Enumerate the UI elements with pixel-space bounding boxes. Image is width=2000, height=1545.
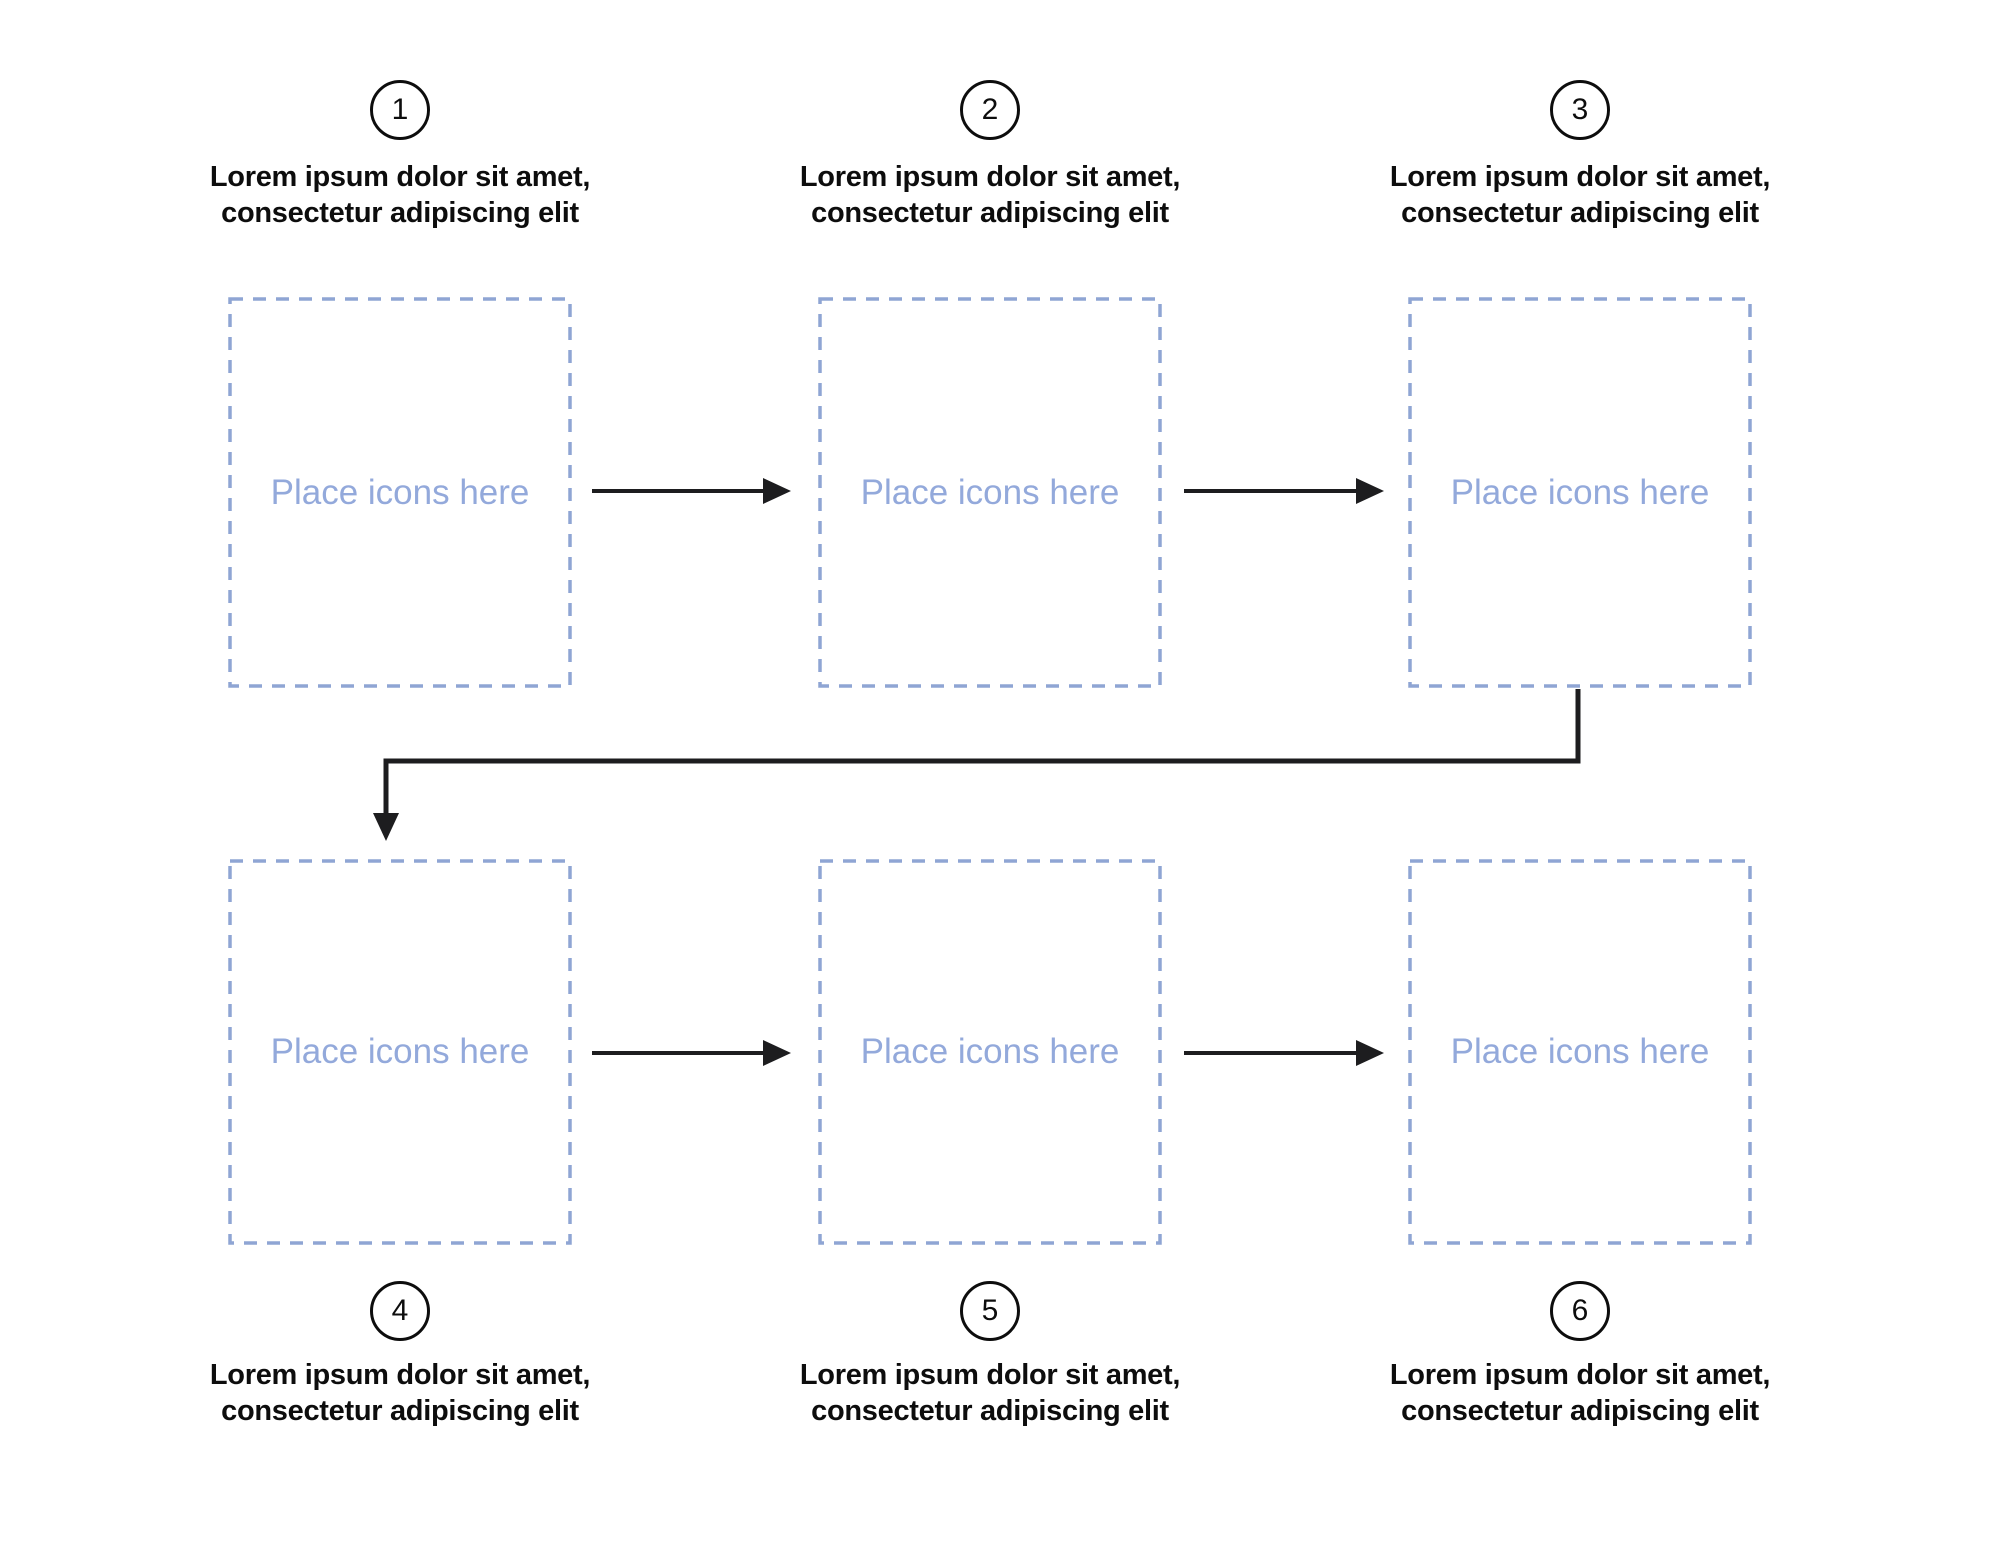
step-number-badge-5: 5: [960, 1281, 1020, 1341]
caption-line-2: consectetur adipiscing elit: [1401, 1395, 1759, 1427]
caption-line-2: consectetur adipiscing elit: [221, 197, 579, 229]
caption-line-1: Lorem ipsum dolor sit amet,: [209, 1359, 591, 1391]
arrow-step4-step5: [592, 1040, 791, 1066]
caption-line-1: Lorem ipsum dolor sit amet,: [1389, 1359, 1771, 1391]
arrow-step5-step6: [1184, 1040, 1384, 1066]
step-number-badge-6: 6: [1550, 1281, 1610, 1341]
arrow-head-icon: [1356, 478, 1384, 504]
step-number-badge-3: 3: [1550, 80, 1610, 140]
elbow-connector-step3-step4: [373, 689, 1581, 841]
step-caption-3: Lorem ipsum dolor sit amet, consectetur …: [1300, 159, 1860, 231]
step-caption-4: Lorem ipsum dolor sit amet, consectetur …: [120, 1357, 680, 1429]
placeholder-label: Place icons here: [270, 1032, 530, 1071]
placeholder-box-1[interactable]: Place icons here: [230, 299, 570, 686]
caption-line-2: consectetur adipiscing elit: [811, 197, 1169, 229]
placeholder-label: Place icons here: [1450, 1032, 1710, 1071]
placeholder-box-4[interactable]: Place icons here: [230, 861, 570, 1243]
step-caption-1: Lorem ipsum dolor sit amet, consectetur …: [120, 159, 680, 231]
placeholder-label: Place icons here: [1450, 472, 1710, 512]
placeholder-box-5[interactable]: Place icons here: [820, 861, 1160, 1243]
placeholder-box-3[interactable]: Place icons here: [1410, 299, 1750, 686]
step-caption-6: Lorem ipsum dolor sit amet, consectetur …: [1300, 1357, 1860, 1429]
arrow-head-icon: [1356, 1040, 1384, 1066]
caption-line-2: consectetur adipiscing elit: [221, 1395, 579, 1427]
placeholder-label: Place icons here: [860, 1032, 1120, 1071]
caption-line-1: Lorem ipsum dolor sit amet,: [209, 161, 591, 193]
arrow-head-icon: [373, 813, 399, 841]
caption-line-2: consectetur adipiscing elit: [811, 1395, 1169, 1427]
caption-line-1: Lorem ipsum dolor sit amet,: [799, 1359, 1181, 1391]
caption-line-2: consectetur adipiscing elit: [1401, 197, 1759, 229]
step-number-badge-4: 4: [370, 1281, 430, 1341]
caption-line-1: Lorem ipsum dolor sit amet,: [799, 161, 1181, 193]
step-number-badge-1: 1: [370, 80, 430, 140]
arrow-head-icon: [763, 1040, 791, 1066]
arrow-head-icon: [763, 478, 791, 504]
step-caption-2: Lorem ipsum dolor sit amet, consectetur …: [710, 159, 1270, 231]
placeholder-label: Place icons here: [860, 472, 1120, 512]
elbow-shaft: [383, 689, 1581, 815]
placeholder-box-2[interactable]: Place icons here: [820, 299, 1160, 686]
caption-line-1: Lorem ipsum dolor sit amet,: [1389, 161, 1771, 193]
placeholder-box-6[interactable]: Place icons here: [1410, 861, 1750, 1243]
step-caption-5: Lorem ipsum dolor sit amet, consectetur …: [710, 1357, 1270, 1429]
arrow-step2-step3: [1184, 478, 1384, 504]
step-number-badge-2: 2: [960, 80, 1020, 140]
placeholder-label: Place icons here: [270, 472, 530, 512]
arrow-step1-step2: [592, 478, 791, 504]
